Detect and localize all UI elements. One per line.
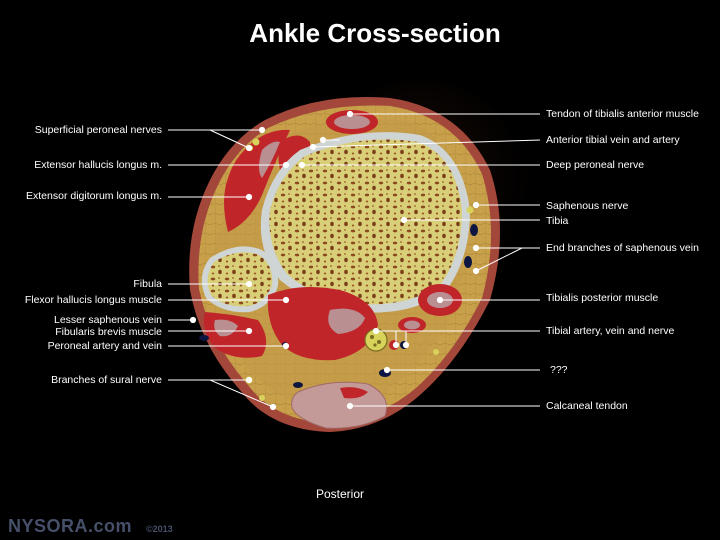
label-superficial-peroneal-nerves: Superficial peroneal nerves [34,124,162,136]
pointer-lines [168,110,541,411]
saphenous-vein [470,224,478,236]
label-peroneal-artery-vein: Peroneal artery and vein [47,340,162,352]
label-saphenous-nerve: Saphenous nerve [546,200,629,212]
slide-title: Ankle Cross-section [249,18,501,48]
orientation-label: Posterior [315,487,365,501]
fibula-medulla [207,252,273,307]
label-flexor-hallucis-longus: Flexor hallucis longus muscle [24,294,162,306]
superficial-peroneal-nerve [252,138,260,146]
label-end-branches-saphenous-vein: End branches of saphenous vein [546,242,699,254]
label-lesser-saphenous-vein: Lesser saphenous vein [54,314,162,326]
label-branches-sural-nerve: Branches of sural nerve [51,374,162,386]
label-tibialis-posterior: Tibialis posterior muscle [546,292,659,304]
tibia-medulla [269,139,462,305]
label-fibula: Fibula [133,278,162,290]
label-extensor-digitorum-longus: Extensor digitorum longus m. [26,190,162,202]
label-tibialis-anterior-tendon: Tendon of tibialis anterior muscle [546,108,699,120]
copyright-text: ©2013 [146,524,173,534]
label-tibia: Tibia [546,215,569,227]
lesser-saphenous-vein [199,335,209,341]
label-calcaneal-tendon: Calcaneal tendon [546,400,628,412]
label-fibularis-brevis: Fibularis brevis muscle [55,326,162,338]
label-anterior-tibial-vein-artery: Anterior tibial vein and artery [546,134,680,146]
flexor-hallucis-longus [267,286,378,361]
label-extensor-hallucis-longus: Extensor hallucis longus m. [34,159,162,171]
saphenous-nerve-dot [466,206,474,214]
label-unknown: ??? [550,364,568,376]
label-tibial-artery-vein-nerve: Tibial artery, vein and nerve [546,325,675,337]
brand-logo: NYSORA.com [8,516,133,536]
label-deep-peroneal-nerve: Deep peroneal nerve [546,159,645,171]
